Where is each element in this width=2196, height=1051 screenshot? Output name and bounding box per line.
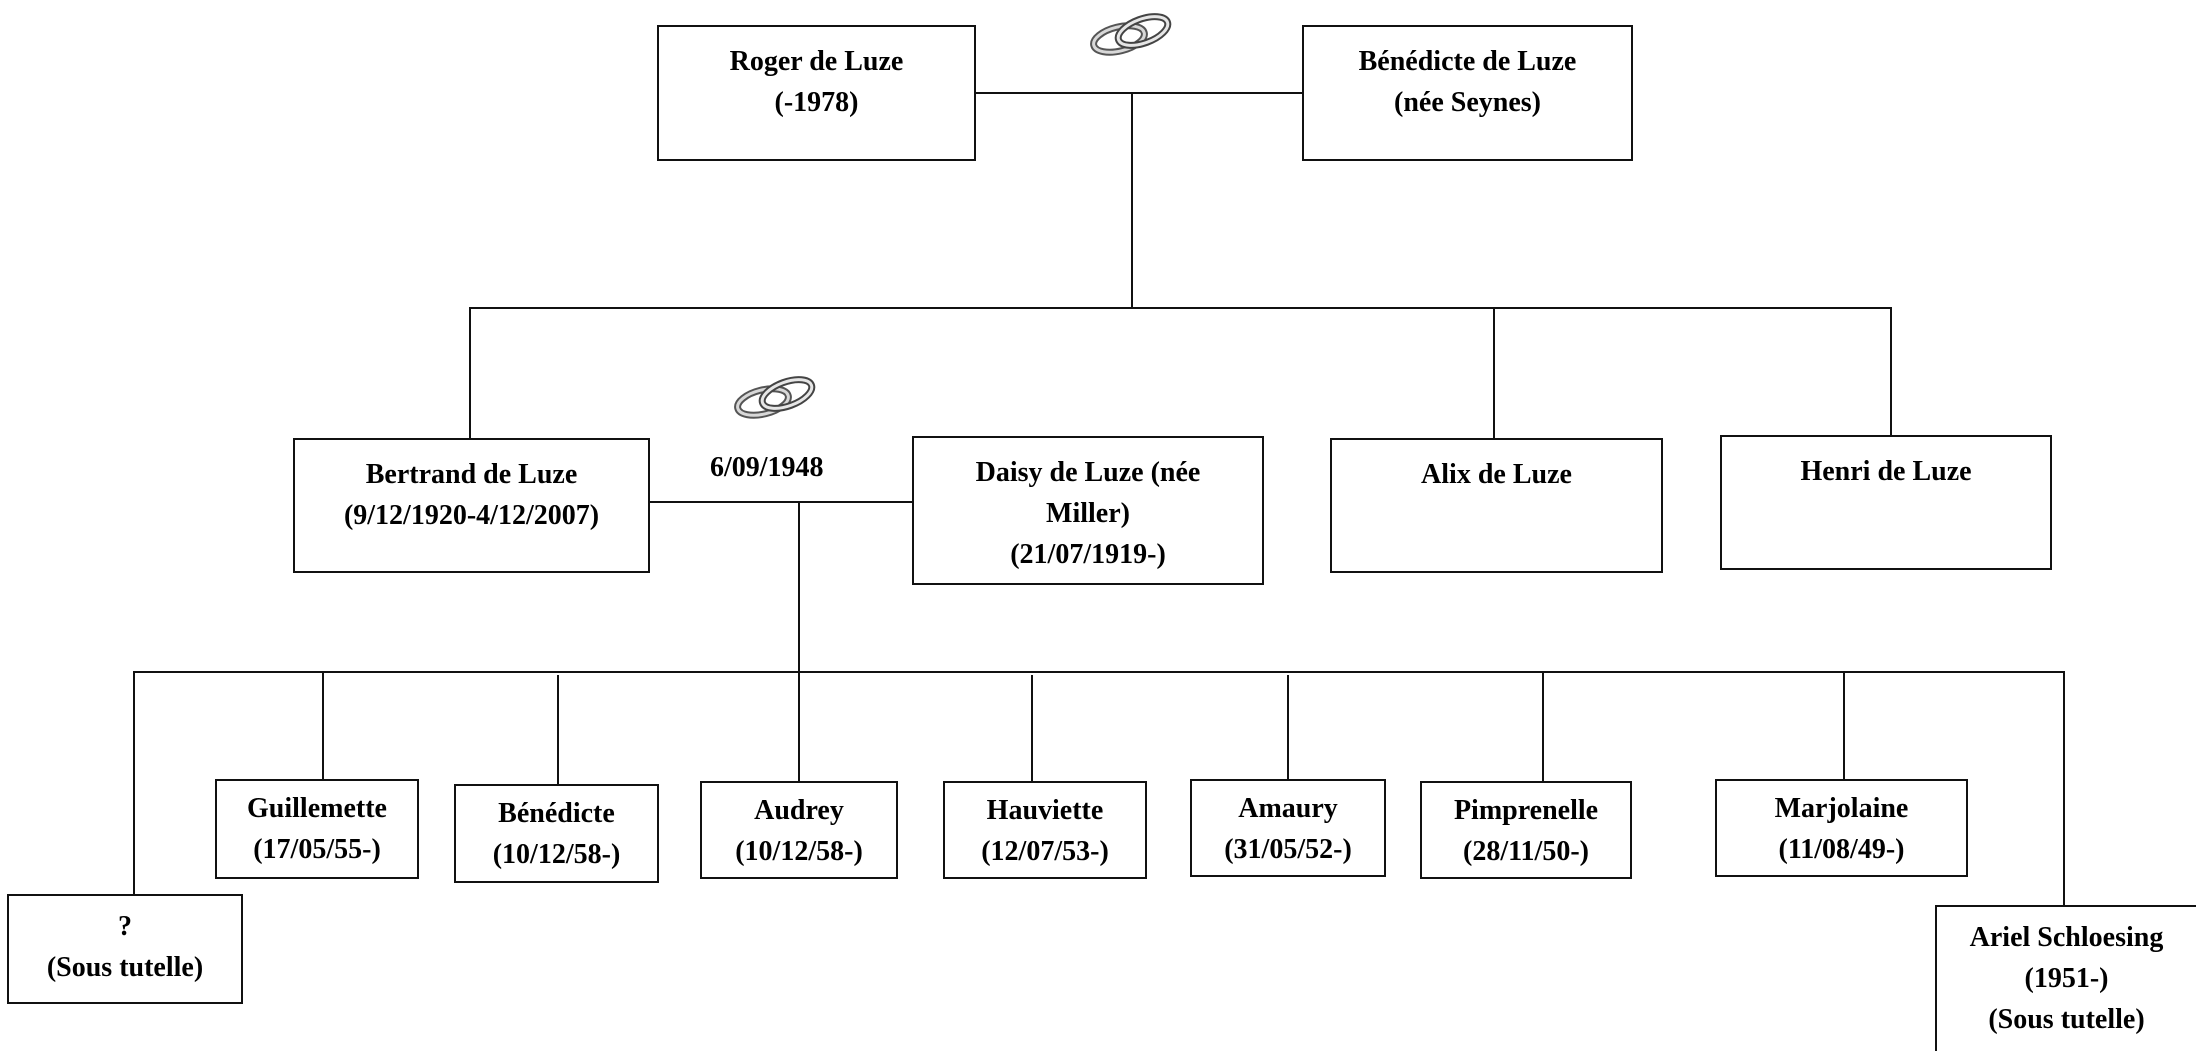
person-name: Bénédicte de Luze (1358, 46, 1577, 77)
person-name: Ariel Schloesing (1969, 922, 2164, 953)
person-name: Daisy de Luze (née (975, 457, 1201, 488)
drop-line-alix (1493, 307, 1495, 440)
person-name: Audrey (754, 795, 844, 826)
person-name: Henri de Luze (1800, 456, 1972, 487)
drop-line-pimprenelle (1542, 671, 1544, 781)
person-hauviette: Hauviette (12/07/53-) (943, 781, 1147, 879)
person-dates: (née Seynes) (1394, 87, 1541, 118)
person-dates: (-1978) (774, 87, 859, 118)
person-name-continued: Miller) (1046, 498, 1130, 529)
person-dates: (9/12/1920-4/12/2007) (343, 500, 600, 531)
marriage-line-bertrand-daisy (650, 501, 914, 503)
drop-line-bertrand (469, 307, 471, 440)
person-amaury: Amaury (31/05/52-) (1190, 779, 1386, 877)
drop-line-henri (1890, 307, 1892, 437)
person-guillemette: Guillemette (17/05/55-) (215, 779, 419, 879)
wedding-rings-icon (734, 376, 816, 419)
person-name: Marjolaine (1774, 793, 1909, 824)
person-unknown: ? (Sous tutelle) (7, 894, 243, 1004)
person-name: Alix de Luze (1421, 459, 1572, 490)
person-benedicte: Bénédicte (10/12/58-) (454, 784, 659, 883)
descent-line-bertrand-daisy (798, 501, 800, 672)
person-name: Guillemette (247, 793, 387, 824)
sibling-bar-generation2 (469, 307, 1892, 309)
person-name: Hauviette (986, 795, 1104, 826)
person-name: ? (118, 911, 132, 942)
wedding-rings-icon (1090, 13, 1172, 56)
person-pimprenelle: Pimprenelle (28/11/50-) (1420, 781, 1632, 879)
person-audrey: Audrey (10/12/58-) (700, 781, 898, 879)
drop-line-amaury (1287, 675, 1289, 781)
person-dates: (10/12/58-) (735, 836, 863, 867)
person-bertrand-de-luze: Bertrand de Luze (9/12/1920-4/12/2007) (293, 438, 650, 573)
drop-line-unknown (133, 671, 135, 896)
person-name: Bertrand de Luze (365, 459, 578, 490)
descent-line-roger-benedicte (1131, 92, 1133, 308)
person-daisy-de-luze-miller: Daisy de Luze (née Miller) (21/07/1919-) (912, 436, 1264, 585)
person-dates: (21/07/1919-) (1010, 539, 1166, 570)
drop-line-audrey (798, 671, 800, 781)
person-name: Bénédicte (498, 798, 615, 829)
person-henri-de-luze: Henri de Luze (1720, 435, 2052, 570)
person-name: Amaury (1238, 793, 1338, 824)
person-dates: (Sous tutelle) (46, 952, 204, 983)
person-dates: (28/11/50-) (1463, 836, 1589, 867)
person-alix-de-luze: Alix de Luze (1330, 438, 1663, 573)
person-ariel-schloesing: Ariel Schloesing (1951-) (Sous tutelle) (1935, 905, 2196, 1051)
person-roger-de-luze: Roger de Luze (-1978) (657, 25, 976, 161)
sibling-bar-generation3 (133, 671, 2064, 673)
person-dates: (10/12/58-) (492, 839, 621, 870)
drop-line-hauviette (1031, 675, 1033, 781)
person-dates: (12/07/53-) (981, 836, 1109, 867)
marriage-date: 6/09/1948 (710, 452, 824, 483)
person-status: (Sous tutelle) (1988, 1004, 2145, 1035)
person-dates: (11/08/49-) (1778, 834, 1905, 865)
drop-line-ariel (2063, 671, 2065, 907)
person-marjolaine: Marjolaine (11/08/49-) (1715, 779, 1968, 877)
person-benedicte-de-luze-seynes: Bénédicte de Luze (née Seynes) (1302, 25, 1633, 161)
drop-line-guillemette (322, 671, 324, 781)
person-dates: (17/05/55-) (253, 834, 381, 865)
drop-line-benedicte (557, 675, 559, 785)
person-dates: (31/05/52-) (1224, 834, 1352, 865)
drop-line-marjolaine (1843, 671, 1845, 781)
person-name: Pimprenelle (1453, 795, 1599, 826)
marriage-line-roger-benedicte (975, 92, 1303, 94)
person-name: Roger de Luze (729, 46, 904, 77)
person-dates: (1951-) (2024, 963, 2109, 994)
